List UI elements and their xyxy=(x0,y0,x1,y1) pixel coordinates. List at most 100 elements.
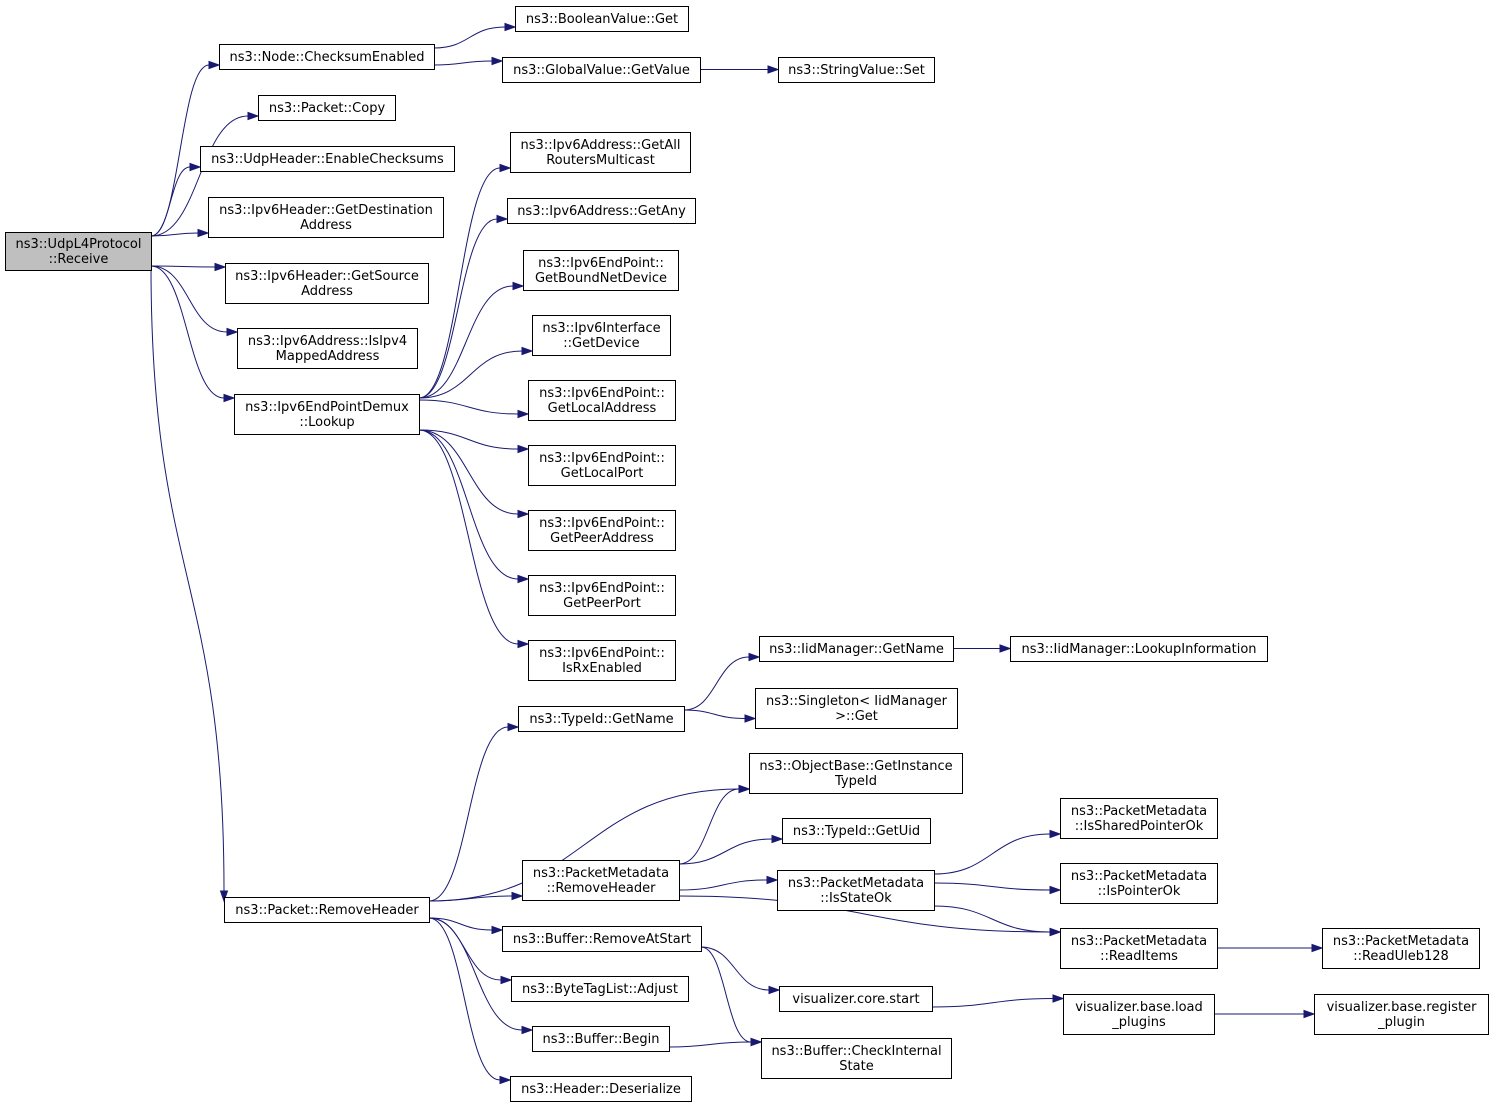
edge-lookup-getAllRouters xyxy=(418,163,512,399)
node-globalGetValue[interactable]: ns3::GlobalValue::GetValue xyxy=(502,57,701,83)
node-loadPlugins[interactable]: visualizer.base.load_plugins xyxy=(1063,994,1215,1035)
arrowhead xyxy=(744,714,757,723)
arrowhead xyxy=(226,327,239,337)
edge-receive-lookup xyxy=(150,265,236,403)
node-getLocalAddress[interactable]: ns3::Ipv6EndPoint::GetLocalAddress xyxy=(528,380,676,421)
node-label: ns3::Ipv6EndPoint:: xyxy=(539,516,665,531)
edge-pmRemoveHeader-getInstanceTypeId xyxy=(678,784,751,865)
node-checksumEnabled[interactable]: ns3::Node::ChecksumEnabled xyxy=(219,44,435,70)
node-getBoundNetDevice[interactable]: ns3::Ipv6EndPoint::GetBoundNetDevice xyxy=(523,250,679,291)
node-lookupInformation[interactable]: ns3::IidManager::LookupInformation xyxy=(1010,636,1268,662)
node-vizStart[interactable]: visualizer.core.start xyxy=(779,986,933,1012)
node-label: GetPeerAddress xyxy=(550,531,654,546)
edge-line xyxy=(428,917,501,1081)
node-box xyxy=(761,1038,952,1079)
node-packetCopy[interactable]: ns3::Packet::Copy xyxy=(258,95,396,121)
edge-pktRemoveHeader-deserialize xyxy=(428,917,512,1085)
node-label: ns3::PacketMetadata xyxy=(1071,804,1207,819)
node-ifGetDevice[interactable]: ns3::Ipv6Interface::GetDevice xyxy=(532,315,671,356)
node-box xyxy=(528,575,676,616)
edge-line xyxy=(418,167,501,399)
node-label: GetPeerPort xyxy=(563,596,641,611)
node-registerPlugin[interactable]: visualizer.base.register_plugin xyxy=(1314,994,1489,1035)
edge-line xyxy=(418,399,519,415)
arrowhead xyxy=(223,393,236,403)
edge-line xyxy=(678,788,740,865)
node-box xyxy=(532,1026,670,1052)
arrowhead xyxy=(768,985,781,995)
arrowhead xyxy=(766,875,779,885)
edge-line xyxy=(418,429,519,580)
edge-readItems-readUleb128 xyxy=(1217,943,1324,953)
node-getAny[interactable]: ns3::Ipv6Address::GetAny xyxy=(507,198,696,224)
arrowhead xyxy=(1049,927,1062,937)
edge-line xyxy=(418,429,519,645)
node-label: ns3::PacketMetadata xyxy=(788,876,924,891)
edge-globalGetValue-stringSet xyxy=(700,65,780,74)
arrowhead xyxy=(1049,885,1062,895)
node-label: visualizer.core.start xyxy=(792,992,919,1007)
node-getUid[interactable]: ns3::TypeId::GetUid xyxy=(782,818,931,844)
node-isStateOk[interactable]: ns3::PacketMetadata::IsStateOk xyxy=(777,870,935,911)
arrowhead xyxy=(491,56,504,66)
arrowhead xyxy=(197,228,210,238)
node-lookup[interactable]: ns3::Ipv6EndPointDemux::Lookup xyxy=(234,394,420,435)
node-receive[interactable]: ns3::UdpL4Protocol::Receive xyxy=(5,232,152,271)
node-pmRemoveHeader[interactable]: ns3::PacketMetadata::RemoveHeader xyxy=(522,860,680,901)
node-label: ns3::UdpHeader::EnableChecksums xyxy=(211,152,444,167)
node-label: ns3::TypeId::GetUid xyxy=(793,824,920,839)
edge-receive-getDestAddr xyxy=(150,228,210,238)
node-label: ns3::Ipv6EndPoint:: xyxy=(539,451,665,466)
node-readItems[interactable]: ns3::PacketMetadata::ReadItems xyxy=(1060,928,1218,969)
arrowhead xyxy=(748,652,761,662)
node-getPeerAddress[interactable]: ns3::Ipv6EndPoint::GetPeerAddress xyxy=(528,510,676,551)
node-box xyxy=(515,6,689,32)
node-readUleb128[interactable]: ns3::PacketMetadata::ReadUleb128 xyxy=(1322,928,1480,969)
node-isPointerOk[interactable]: ns3::PacketMetadata::IsPointerOk xyxy=(1060,863,1218,904)
node-label: ns3::Packet::Copy xyxy=(269,101,386,116)
edge-line xyxy=(933,905,1051,933)
node-byteTagAdjust[interactable]: ns3::ByteTagList::Adjust xyxy=(511,976,689,1002)
edge-line xyxy=(150,166,191,237)
arrowhead xyxy=(1311,943,1324,953)
edge-line xyxy=(428,726,509,902)
arrowhead xyxy=(511,891,524,901)
node-box xyxy=(510,132,691,173)
node-deserialize[interactable]: ns3::Header::Deserialize xyxy=(510,1076,692,1102)
node-isSharedPointerOk[interactable]: ns3::PacketMetadata::IsSharedPointerOk xyxy=(1060,798,1218,839)
edge-line xyxy=(678,895,1051,933)
node-label: TypeId xyxy=(834,774,877,789)
arrowhead xyxy=(521,1025,534,1035)
arrowhead xyxy=(219,890,229,903)
edge-lookup-getLocalPort xyxy=(418,429,530,454)
node-singletonGet[interactable]: ns3::Singleton< IidManager>::Get xyxy=(755,688,958,729)
node-typeIdGetName[interactable]: ns3::TypeId::GetName xyxy=(518,706,685,732)
node-box xyxy=(532,315,671,356)
edge-line xyxy=(433,26,506,49)
arrowhead xyxy=(214,262,227,272)
node-box xyxy=(1322,928,1480,969)
node-label: GetBoundNetDevice xyxy=(535,271,667,286)
node-boolGet[interactable]: ns3::BooleanValue::Get xyxy=(515,6,689,32)
node-bufferBegin[interactable]: ns3::Buffer::Begin xyxy=(532,1026,670,1052)
node-removeAtStart[interactable]: ns3::Buffer::RemoveAtStart xyxy=(502,926,702,952)
node-getPeerPort[interactable]: ns3::Ipv6EndPoint::GetPeerPort xyxy=(528,575,676,616)
node-pktRemoveHeader[interactable]: ns3::Packet::RemoveHeader xyxy=(224,897,430,923)
node-label: ns3::Ipv6Header::GetSource xyxy=(235,269,419,284)
node-label: ::ReadUleb128 xyxy=(1353,949,1449,964)
node-stringSet[interactable]: ns3::StringValue::Set xyxy=(778,57,935,83)
node-getLocalPort[interactable]: ns3::Ipv6EndPoint::GetLocalPort xyxy=(528,445,676,486)
node-enableChecksums[interactable]: ns3::UdpHeader::EnableChecksums xyxy=(200,146,455,172)
node-iidGetName[interactable]: ns3::IidManager::GetName xyxy=(759,636,954,662)
node-isRxEnabled[interactable]: ns3::Ipv6EndPoint::IsRxEnabled xyxy=(528,640,676,681)
arrowhead xyxy=(208,60,221,70)
node-label: ns3::GlobalValue::GetValue xyxy=(513,63,690,78)
node-label: ns3::Ipv6EndPoint:: xyxy=(539,581,665,596)
node-box xyxy=(234,394,420,435)
